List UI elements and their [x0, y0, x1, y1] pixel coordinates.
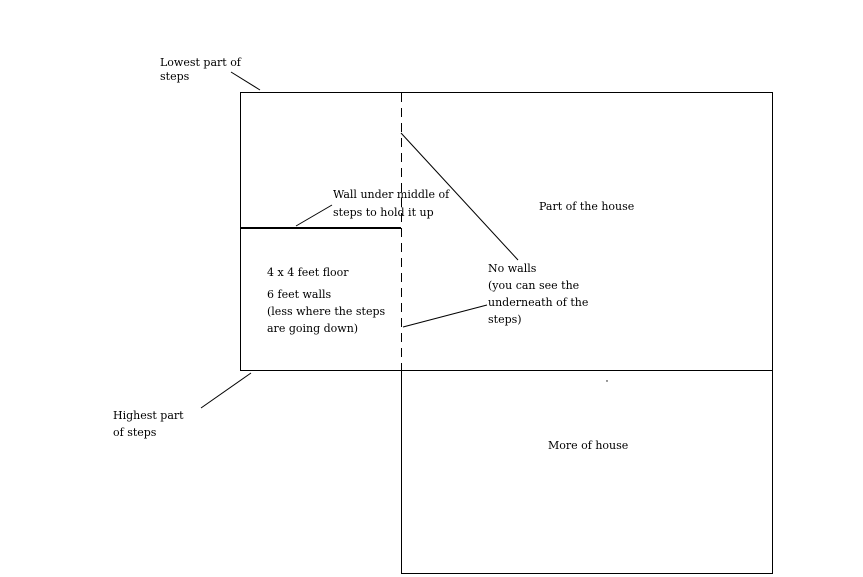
label-highest-steps: Highest part of steps [113, 409, 187, 439]
leader-no-walls-upper [400, 132, 519, 261]
label-no-walls: No walls (you can see the underneath of … [488, 262, 592, 326]
leader-no-walls-lower [402, 304, 488, 328]
label-floor-size: 4 x 4 feet floor [267, 266, 349, 279]
label-wall-under-steps: Wall under middle of steps to hold it up [333, 188, 453, 219]
label-more-of-house: More of house [548, 439, 628, 452]
label-lowest-steps: Lowest part of steps [160, 56, 244, 83]
leader-highest-steps [200, 372, 252, 409]
lower-house-outline [401, 370, 773, 574]
leader-wall-under-steps [295, 204, 333, 227]
label-part-of-house: Part of the house [539, 200, 634, 213]
stray-dot [606, 380, 608, 382]
leader-lowest-steps [230, 71, 261, 91]
label-walls-info: 6 feet walls (less where the steps are g… [267, 288, 389, 335]
